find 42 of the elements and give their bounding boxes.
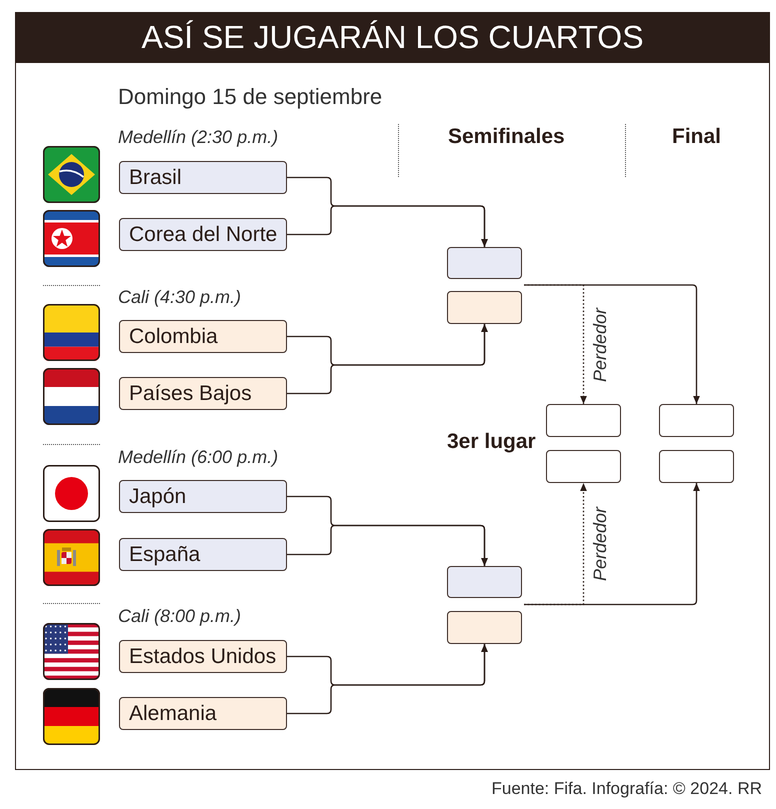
team-box <box>119 161 287 194</box>
venue-time-label: Cali (8:00 p.m.) <box>118 606 242 627</box>
connector-arrow <box>287 324 488 394</box>
venue-time-label: Medellín (6:00 p.m.) <box>118 447 278 468</box>
team-box <box>119 697 287 730</box>
team-name: Países Bajos <box>129 382 252 406</box>
connector-arrow <box>287 644 488 714</box>
team-box <box>119 640 287 673</box>
team-box <box>119 320 287 353</box>
team-name: Estados Unidos <box>129 644 276 668</box>
team-name: Japón <box>129 484 186 508</box>
venue-time-label: Cali (4:30 p.m.) <box>118 287 242 308</box>
empty-slot <box>659 404 734 437</box>
empty-slot <box>546 450 621 483</box>
empty-slot <box>447 566 522 598</box>
round-label: 3er lugar <box>447 430 536 454</box>
team-box <box>119 480 287 513</box>
empty-slot <box>546 404 621 437</box>
empty-slot <box>659 450 734 483</box>
connector-arrow <box>524 483 700 606</box>
connector-arrow <box>524 284 700 404</box>
team-name: Alemania <box>129 702 217 726</box>
team-name: Colombia <box>129 324 218 348</box>
team-name: Corea del Norte <box>129 222 278 246</box>
column-heading: Final <box>672 125 722 150</box>
team-name: España <box>129 542 200 566</box>
team-name: Brasil <box>129 166 182 190</box>
empty-slot <box>447 247 522 279</box>
column-heading: Semifinales <box>448 125 565 150</box>
connector-arrow <box>287 524 488 566</box>
connector-arrow <box>287 205 488 247</box>
empty-slot <box>447 611 522 644</box>
venue-time-label: Medellín (2:30 p.m.) <box>118 127 278 148</box>
team-box <box>119 377 287 410</box>
source-credit: Fuente: Fifa. Infografía: © 2024. RR <box>492 779 762 799</box>
dotted-arrow <box>524 483 587 606</box>
team-box <box>119 218 287 251</box>
team-box <box>119 538 287 571</box>
date-label: Domingo 15 de septiembre <box>118 84 382 110</box>
dotted-arrow <box>524 284 587 404</box>
empty-slot <box>447 291 522 324</box>
title-banner: ASÍ SE JUGARÁN LOS CUARTOS <box>15 12 770 63</box>
